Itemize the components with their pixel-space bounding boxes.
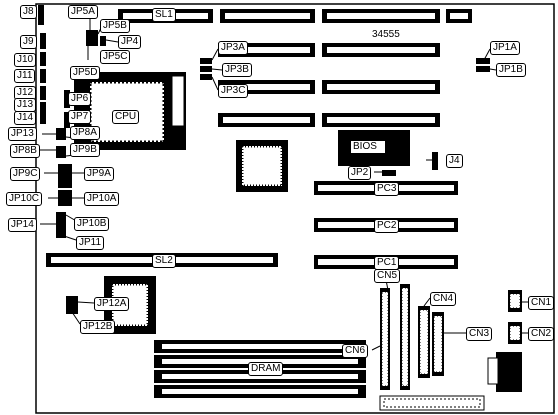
label-jp11: JP11: [76, 236, 105, 250]
left-connectors: [38, 5, 46, 124]
label-jp5b: JP5B: [100, 19, 130, 33]
label-j13: J13: [14, 98, 37, 112]
label-jp4: JP4: [118, 35, 142, 49]
label-j10: J10: [14, 53, 37, 67]
bottom-connector-strip: [379, 395, 485, 411]
isa-slots-middle: [218, 43, 440, 127]
label-jp8a: JP8A: [70, 126, 100, 140]
jp5-headers: [64, 30, 106, 128]
jp12-header: [66, 296, 78, 314]
label-j14: J14: [14, 111, 37, 125]
label-jp3c: JP3C: [218, 84, 249, 98]
label-jp9a: JP9A: [84, 167, 114, 181]
label-cn4: CN4: [430, 292, 457, 306]
label-bios: BIOS: [353, 141, 377, 152]
label-jp3b: JP3B: [222, 63, 252, 77]
label-jp12a: JP12A: [94, 297, 130, 311]
label-jp3a: JP3A: [218, 41, 248, 55]
label-sl1: SL1: [152, 8, 176, 22]
label-cpu: CPU: [112, 110, 140, 124]
label-pc2: PC2: [374, 219, 400, 233]
label-jp6: JP6: [68, 92, 92, 106]
label-jp1b: JP1B: [496, 63, 526, 77]
label-pc1: PC1: [374, 256, 400, 270]
label-jp13: JP13: [8, 127, 37, 141]
label-jp10a: JP10A: [84, 192, 120, 206]
label-dram: DRAM: [248, 362, 284, 376]
keyboard-connector: [496, 352, 522, 392]
label-jp10c: JP10C: [6, 192, 43, 206]
label-jp5d: JP5D: [70, 66, 101, 80]
label-pc3: PC3: [374, 182, 400, 196]
label-cn3: CN3: [466, 327, 493, 341]
label-jp9c: JP9C: [10, 167, 41, 181]
label-j9: J9: [20, 35, 37, 49]
label-cn1: CN1: [528, 296, 555, 310]
label-sl2: SL2: [152, 254, 176, 268]
label-jp8b: JP8B: [10, 144, 40, 158]
board-id: 34555: [372, 29, 400, 40]
label-jp5a: JP5A: [68, 5, 98, 19]
j4-header: [432, 152, 438, 170]
chipset: [236, 140, 288, 192]
label-jp5c: JP5C: [100, 50, 131, 64]
label-j11: J11: [14, 69, 36, 83]
left-jumpers: [56, 128, 72, 238]
label-jp7: JP7: [68, 110, 92, 124]
label-j8: J8: [20, 5, 37, 19]
jp3-jp1-headers: [200, 58, 490, 80]
ide-connectors: [380, 284, 410, 390]
label-cn2: CN2: [528, 327, 555, 341]
label-j4: J4: [446, 154, 463, 168]
label-jp2: JP2: [348, 166, 372, 180]
dram-simms: [154, 340, 366, 398]
jp2-header: [382, 170, 396, 176]
label-cn6: CN6: [342, 344, 369, 358]
label-jp1a: JP1A: [490, 41, 520, 55]
label-jp12b: JP12B: [80, 320, 116, 334]
label-jp9b: JP9B: [70, 143, 100, 157]
label-cn5: CN5: [374, 269, 401, 283]
label-jp10b: JP10B: [74, 217, 110, 231]
label-jp14: JP14: [8, 218, 37, 232]
